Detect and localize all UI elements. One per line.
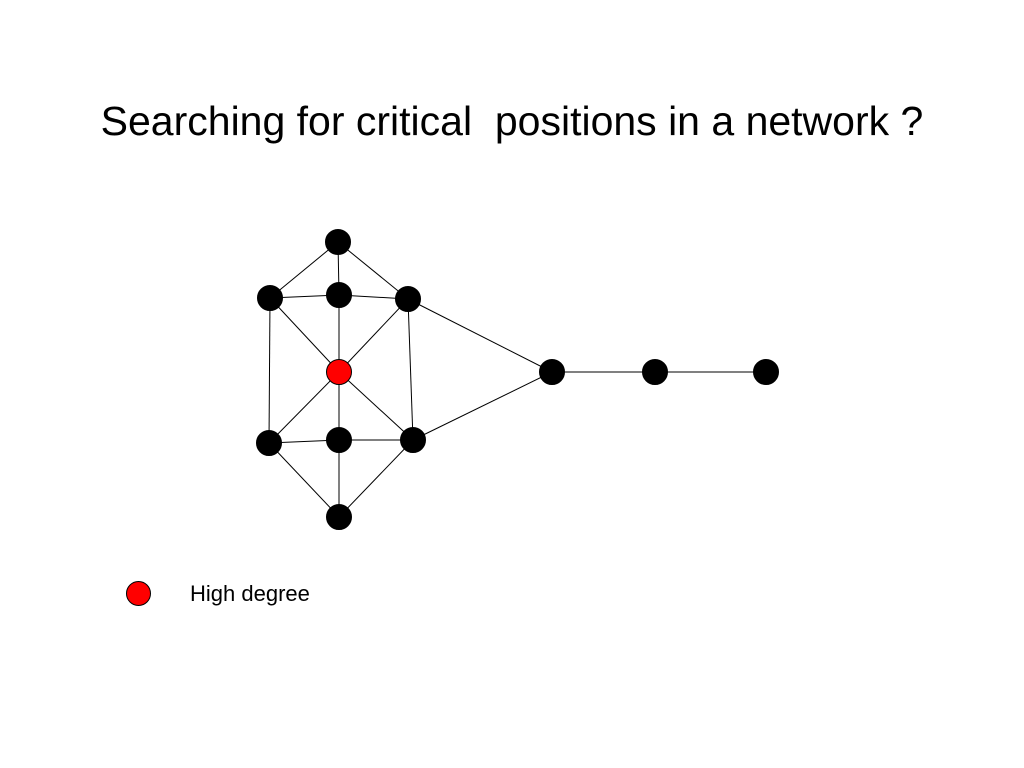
edge-n-top-n-upper-right (337, 241, 409, 300)
edge-n-upper-right-n-lower-right (407, 298, 414, 441)
edge-n-top-n-upper-left (269, 241, 339, 299)
node-tail-2 (753, 359, 779, 385)
edge-n-upper-left-n-lower-left (268, 297, 271, 444)
node-lower-mid (326, 427, 352, 453)
edge-n-upper-right-n-bridge (407, 298, 553, 373)
node-upper-mid (326, 282, 352, 308)
edge-n-upper-right-n-center (338, 298, 409, 373)
node-upper-right (395, 286, 421, 312)
node-lower-right (400, 427, 426, 453)
node-bridge (539, 359, 565, 385)
node-layer (256, 229, 779, 530)
legend-swatch-high-degree (126, 581, 151, 606)
edge-n-center-n-lower-left (268, 371, 340, 444)
slide-title: Searching for critical positions in a ne… (100, 98, 924, 144)
node-top (325, 229, 351, 255)
edge-n-upper-left-n-center (269, 297, 340, 373)
node-center (326, 359, 352, 385)
node-bottom (326, 504, 352, 530)
edge-n-lower-left-n-bottom (268, 442, 340, 518)
edge-n-lower-right-n-bridge (412, 371, 553, 441)
legend: High degree (126, 580, 386, 608)
edge-n-lower-right-n-bottom (338, 439, 414, 518)
node-tail-1 (642, 359, 668, 385)
node-upper-left (257, 285, 283, 311)
legend-label-high-degree: High degree (190, 581, 310, 606)
node-lower-left (256, 430, 282, 456)
edge-n-center-n-lower-right (338, 371, 414, 441)
